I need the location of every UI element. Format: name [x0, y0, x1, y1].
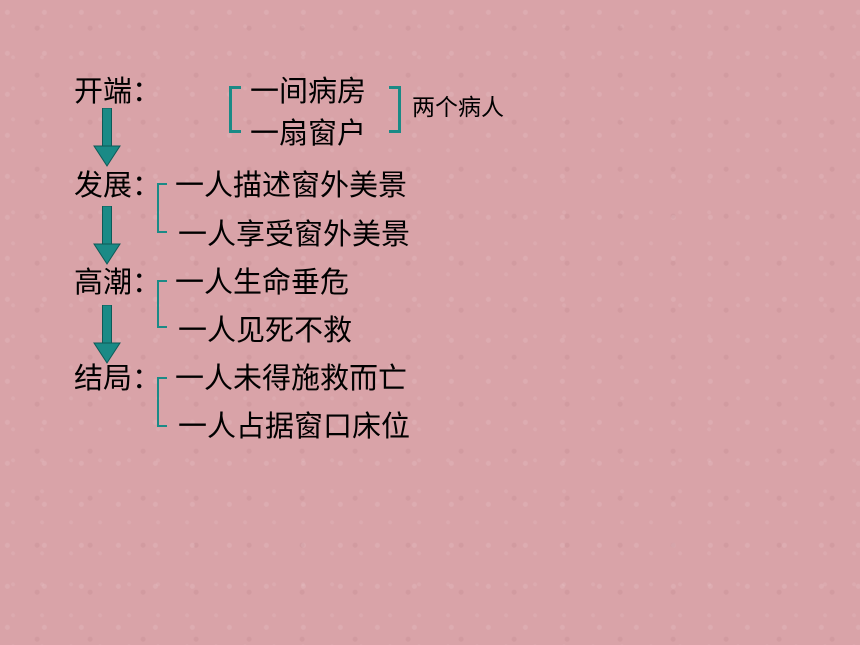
stage-label-development: 发展： [74, 168, 162, 202]
bracket-development [157, 183, 167, 233]
stage-label-ending: 结局： [74, 361, 162, 395]
development-item-2: 一人享受窗外美景 [178, 217, 411, 251]
right-bracket-beginning [389, 86, 401, 133]
ending-item-1: 一人未得施救而亡 [175, 361, 408, 395]
bracket-ending [157, 377, 167, 427]
stage-label-climax: 高潮： [74, 265, 162, 299]
beginning-note: 两个病人 [412, 95, 504, 121]
beginning-item-1: 一间病房 [250, 74, 367, 108]
ending-item-2: 一人占据窗口床位 [178, 409, 411, 443]
left-bracket-beginning [229, 86, 241, 133]
down-arrow-icon [93, 108, 121, 167]
climax-item-2: 一人见死不救 [178, 313, 353, 347]
development-item-1: 一人描述窗外美景 [175, 168, 408, 202]
climax-item-1: 一人生命垂危 [175, 265, 350, 299]
down-arrow-icon [93, 206, 121, 265]
stage-label-beginning: 开端： [74, 74, 162, 108]
down-arrow-icon [93, 305, 121, 364]
bracket-climax [157, 280, 167, 328]
beginning-item-2: 一扇窗户 [250, 116, 367, 150]
